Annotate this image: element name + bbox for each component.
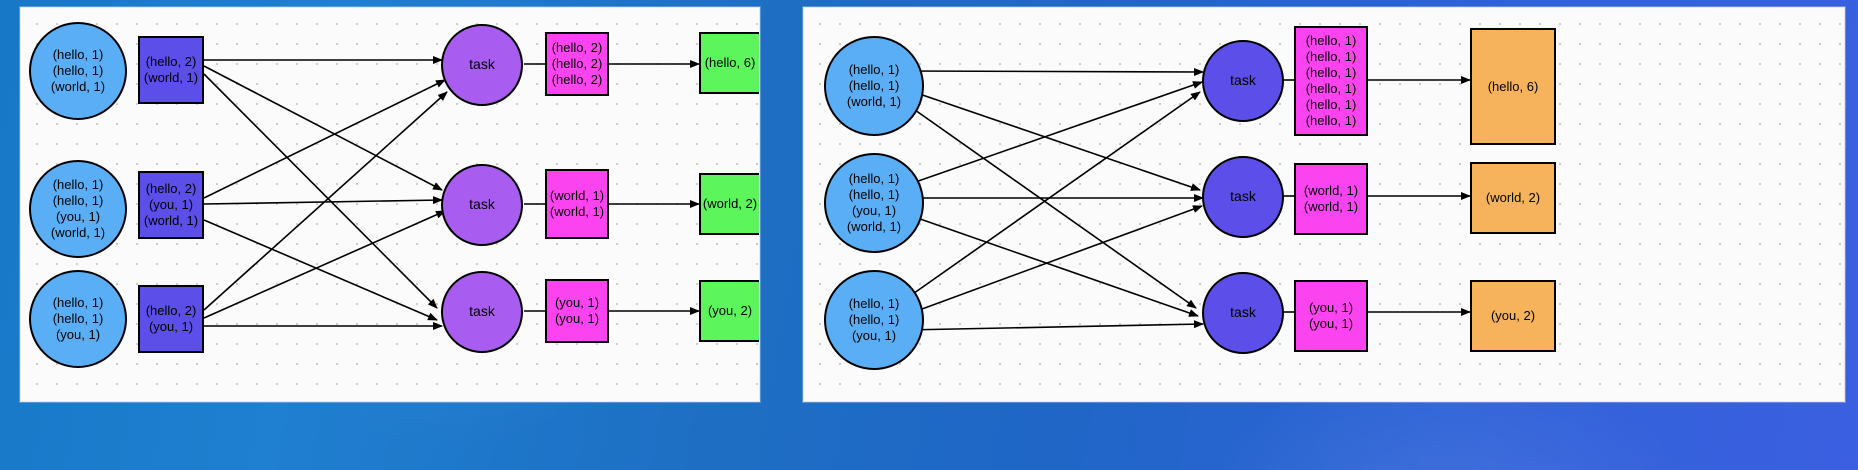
result-box[interactable]: (hello, 6) <box>699 32 759 94</box>
result-box-label: (you, 2) <box>707 303 753 319</box>
input-circle[interactable]: (hello, 1) (hello, 1) (world, 1) <box>824 36 924 136</box>
result-box[interactable]: (world, 2) <box>699 173 759 235</box>
left-pipeline-panel: (hello, 1) (hello, 1) (world, 1) (hello,… <box>20 7 760 402</box>
input-circle-label: (hello, 1) (hello, 1) (world, 1) <box>50 47 106 94</box>
map-output-box[interactable]: (hello, 2) (you, 1) <box>138 285 204 353</box>
result-box-label: (hello, 6) <box>704 55 756 71</box>
input-circle-label: (hello, 1) (hello, 1) (you, 1) <box>848 296 900 343</box>
reduce-task-label: task <box>1230 72 1256 89</box>
reduce-task-circle[interactable]: task <box>1202 156 1284 238</box>
result-box-label: (world, 2) <box>702 196 758 212</box>
result-box[interactable]: (world, 2) <box>1470 162 1556 234</box>
right-pipeline-panel: (hello, 1) (hello, 1) (world, 1) (hello,… <box>803 7 1845 402</box>
shuffle-box-label: (you, 1) (you, 1) <box>554 295 600 326</box>
reduce-task-label: task <box>469 196 495 213</box>
shuffle-box[interactable]: (hello, 1) (hello, 1) (hello, 1) (hello,… <box>1294 26 1368 136</box>
result-box-label: (world, 2) <box>1485 190 1541 206</box>
map-output-label: (hello, 2) (you, 1) (world, 1) <box>143 181 199 228</box>
reduce-task-label: task <box>1230 188 1256 205</box>
result-box-label: (you, 2) <box>1490 308 1536 324</box>
reduce-task-label: task <box>469 303 495 320</box>
reduce-task-circle[interactable]: task <box>441 24 523 106</box>
result-box[interactable]: (you, 2) <box>699 280 759 342</box>
reduce-task-label: task <box>469 56 495 73</box>
shuffle-box[interactable]: (hello, 2) (hello, 2) (hello, 2) <box>545 32 609 96</box>
shuffle-box-label: (hello, 2) (hello, 2) (hello, 2) <box>551 40 603 87</box>
input-circle-label: (hello, 1) (hello, 1) (you, 1) (world, 1… <box>50 177 106 240</box>
reduce-task-circle[interactable]: task <box>1202 40 1284 122</box>
reduce-task-label: task <box>1230 304 1256 321</box>
input-circle[interactable]: (hello, 1) (hello, 1) (you, 1) (world, 1… <box>824 153 924 253</box>
shuffle-box-label: (world, 1) (world, 1) <box>1303 183 1359 214</box>
shuffle-box-label: (hello, 1) (hello, 1) (hello, 1) (hello,… <box>1305 33 1357 128</box>
input-circle-label: (hello, 1) (hello, 1) (world, 1) <box>846 62 902 109</box>
shuffle-box[interactable]: (world, 1) (world, 1) <box>545 169 609 239</box>
map-output-box[interactable]: (hello, 2) (world, 1) <box>138 36 204 104</box>
input-circle-label: (hello, 1) (hello, 1) (you, 1) <box>52 295 104 342</box>
shuffle-box[interactable]: (you, 1) (you, 1) <box>545 279 609 343</box>
result-box[interactable]: (you, 2) <box>1470 280 1556 352</box>
shuffle-box-label: (you, 1) (you, 1) <box>1308 300 1354 331</box>
input-circle-label: (hello, 1) (hello, 1) (you, 1) (world, 1… <box>846 171 902 234</box>
reduce-task-circle[interactable]: task <box>441 271 523 353</box>
reduce-task-circle[interactable]: task <box>1202 272 1284 354</box>
result-box-label: (hello, 6) <box>1487 78 1539 94</box>
result-box[interactable]: (hello, 6) <box>1470 28 1556 145</box>
input-circle[interactable]: (hello, 1) (hello, 1) (you, 1) <box>824 270 924 370</box>
shuffle-box-label: (world, 1) (world, 1) <box>549 188 605 219</box>
shuffle-box[interactable]: (you, 1) (you, 1) <box>1294 280 1368 352</box>
input-circle[interactable]: (hello, 1) (hello, 1) (world, 1) <box>29 22 127 120</box>
input-circle[interactable]: (hello, 1) (hello, 1) (you, 1) <box>29 270 127 368</box>
input-circle[interactable]: (hello, 1) (hello, 1) (you, 1) (world, 1… <box>29 160 127 258</box>
shuffle-box[interactable]: (world, 1) (world, 1) <box>1294 163 1368 235</box>
map-output-label: (hello, 2) (you, 1) <box>145 303 197 334</box>
left-panel-edges <box>203 56 700 330</box>
map-output-box[interactable]: (hello, 2) (you, 1) (world, 1) <box>138 171 204 239</box>
reduce-task-circle[interactable]: task <box>441 164 523 246</box>
map-output-label: (hello, 2) (world, 1) <box>143 54 199 85</box>
